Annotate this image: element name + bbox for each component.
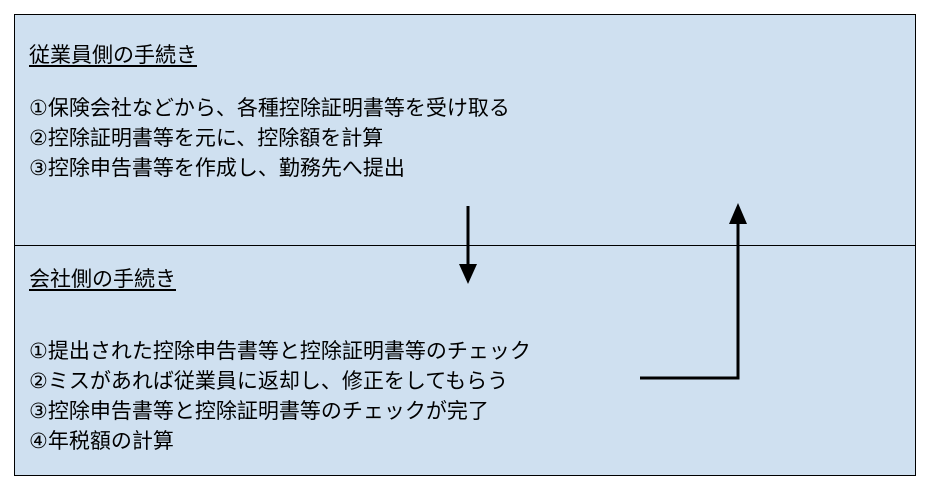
company-step-1: ①提出された控除申告書等と控除証明書等のチェック	[29, 339, 531, 363]
company-procedure-heading: 会社側の手続き	[29, 267, 176, 291]
section-divider	[15, 245, 915, 246]
company-steps-list: ①提出された控除申告書等と控除証明書等のチェック ②ミスがあれば従業員に返却し、…	[29, 336, 531, 456]
employee-step-2: ②控除証明書等を元に、控除額を計算	[29, 126, 384, 150]
company-step-3: ③控除申告書等と控除証明書等のチェックが完了	[29, 399, 489, 423]
employee-step-3: ③控除申告書等を作成し、勤務先へ提出	[29, 156, 405, 180]
company-step-2: ②ミスがあれば従業員に返却し、修正をしてもらう	[29, 369, 509, 393]
employee-steps-list: ①保険会社などから、各種控除証明書等を受け取る ②控除証明書等を元に、控除額を計…	[29, 93, 510, 183]
company-step-4: ④年税額の計算	[29, 429, 174, 453]
employee-step-1: ①保険会社などから、各種控除証明書等を受け取る	[29, 96, 510, 120]
procedure-diagram: 従業員側の手続き ①保険会社などから、各種控除証明書等を受け取る ②控除証明書等…	[14, 14, 916, 476]
employee-procedure-heading: 従業員側の手続き	[29, 43, 197, 67]
